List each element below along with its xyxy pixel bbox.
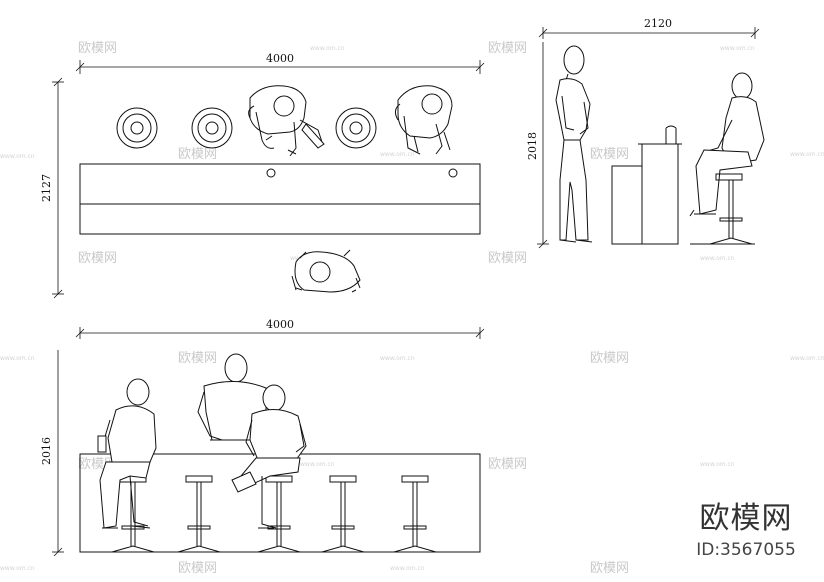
front-height-dimension: 2016 [40, 350, 64, 557]
watermark-url: www.om.cn [790, 151, 824, 158]
watermark-url: www.om.cn [0, 153, 35, 160]
watermark-url: www.om.cn [390, 565, 425, 572]
plan-depth-label: 2127 [40, 174, 53, 202]
watermark: 欧模网 [178, 561, 217, 576]
watermark: 欧模网 [78, 251, 117, 266]
watermark: 欧模网 [488, 251, 527, 266]
watermark-url: www.om.cn [380, 151, 415, 158]
front-elevation: 4000 2016 [40, 318, 485, 557]
stool-top [191, 107, 233, 149]
brand-id: ID:3567055 [696, 540, 796, 560]
stool-top [335, 107, 377, 149]
person-top-view [394, 85, 453, 155]
watermark-url: www.om.cn [700, 255, 735, 262]
seated-person-front [231, 384, 307, 529]
watermark-url: www.om.cn [790, 355, 824, 362]
watermark-url: www.om.cn [310, 45, 345, 52]
watermark-url: www.om.cn [380, 355, 415, 362]
stool-front [321, 475, 365, 553]
side-height-label: 2018 [526, 132, 539, 160]
seated-person-back [97, 378, 157, 529]
watermark-url: www.om.cn [720, 45, 755, 52]
stool-front [257, 475, 301, 553]
front-width-dimension: 4000 [75, 318, 485, 339]
stool-front [177, 475, 221, 553]
plan-width-dimension: 4000 [75, 52, 485, 74]
bartender-top-view [291, 249, 361, 293]
watermark: 欧模网 [488, 41, 527, 56]
plan-width-label: 4000 [266, 52, 294, 65]
side-width-dimension: 2120 [538, 17, 760, 39]
brand-logo: 欧模网 ID:3567055 [696, 501, 796, 560]
watermark-url: www.om.cn [300, 461, 335, 468]
watermark-url: www.om.cn [0, 355, 35, 362]
stool-front [393, 475, 437, 553]
watermark: 欧模网 [590, 351, 629, 366]
side-view: 2120 2018 [526, 17, 765, 249]
watermark: 欧模网 [178, 147, 217, 162]
brand-name: 欧模网 [700, 501, 793, 536]
seated-person [689, 72, 765, 217]
watermark: 欧模网 [488, 457, 527, 472]
side-height-dimension: 2018 [526, 42, 549, 249]
watermark-url: www.om.cn [0, 565, 35, 572]
watermark: 欧模网 [178, 351, 217, 366]
plan-view: 4000 2127 [40, 52, 485, 299]
stool-side [709, 173, 753, 245]
person-top-view [248, 85, 325, 157]
front-width-label: 4000 [266, 318, 294, 331]
watermark: 欧模网 [590, 561, 629, 576]
bar-counter-top [79, 163, 481, 235]
watermark: 欧模网 [78, 41, 117, 56]
plan-depth-dimension: 2127 [40, 77, 64, 299]
watermark-url: www.om.cn [700, 461, 735, 468]
watermark: 欧模网 [590, 147, 629, 162]
stool-top [116, 107, 158, 149]
side-width-label: 2120 [644, 17, 672, 30]
front-height-label: 2016 [40, 437, 53, 465]
bar-counter-side [611, 125, 682, 245]
standing-person [555, 45, 593, 243]
